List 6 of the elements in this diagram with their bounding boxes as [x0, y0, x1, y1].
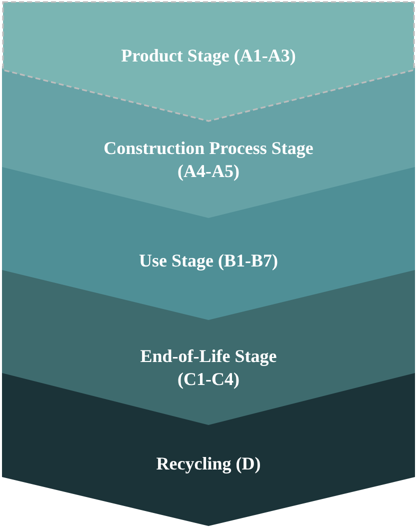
stage-label: Use Stage (B1-B7)	[139, 250, 278, 272]
stage-label: Construction Process Stage (A4-A5)	[102, 137, 314, 183]
chevron-band	[2, 1, 415, 122]
stage-label: End-of-Life Stage (C1-C4)	[139, 345, 278, 391]
stage-label: Recycling (D)	[156, 452, 261, 476]
stage-label: Product Stage (A1-A3)	[121, 44, 296, 68]
